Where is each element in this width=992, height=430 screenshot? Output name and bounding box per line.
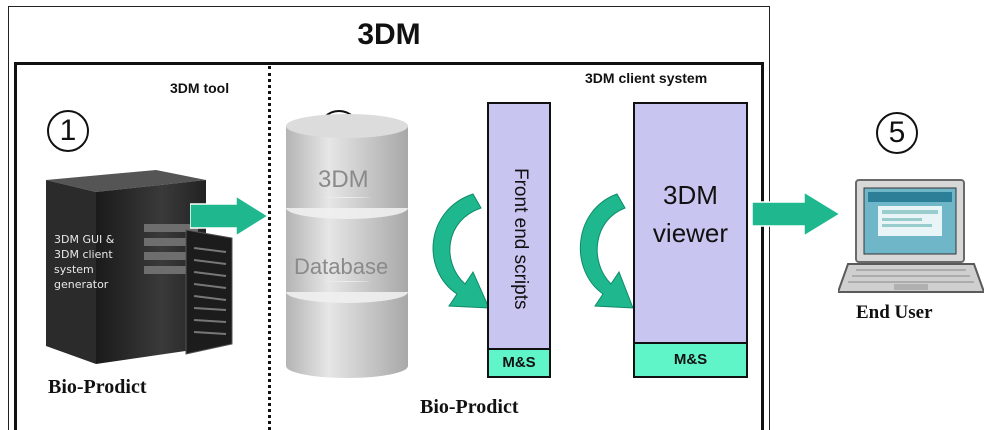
server-caption: 3DM GUI & 3DM client system generator <box>54 233 115 291</box>
arrow-to-database <box>190 196 270 236</box>
tool-vendor-label: Bio-Prodict <box>48 376 147 398</box>
viewer-label-line1: 3DM <box>663 180 718 210</box>
laptop-icon <box>838 179 984 293</box>
section-label-tool: 3DM tool <box>170 80 230 96</box>
curved-arrow-to-viewer <box>579 193 634 309</box>
diagram-title: 3DM <box>357 18 421 51</box>
step-1-badge: 1 <box>47 110 89 152</box>
server-tower-icon <box>46 170 233 364</box>
front-end-scripts-label: Front end scripts <box>510 168 531 310</box>
database-label-line2: Database <box>294 254 389 279</box>
curved-arrow-to-scripts <box>432 193 490 309</box>
client-vendor-label: Bio-Prodict <box>420 396 519 418</box>
front-end-scripts-panel: Front end scripts M&S <box>487 102 551 378</box>
viewer-label-line2: viewer <box>652 218 729 248</box>
arrow-to-end-user <box>752 192 842 236</box>
end-user-label: End User <box>856 302 933 323</box>
section-divider <box>268 66 271 430</box>
system-frame <box>14 62 764 430</box>
viewer-panel: 3DM viewer M&S <box>633 102 748 378</box>
step-5-badge: 5 <box>876 112 918 154</box>
scripts-ms-band: M&S <box>489 348 549 376</box>
viewer-ms-band: M&S <box>635 342 746 376</box>
database-cylinder-icon <box>286 114 408 378</box>
section-label-client: 3DM client system <box>585 70 708 86</box>
database-label-line1: 3DM <box>318 166 369 193</box>
